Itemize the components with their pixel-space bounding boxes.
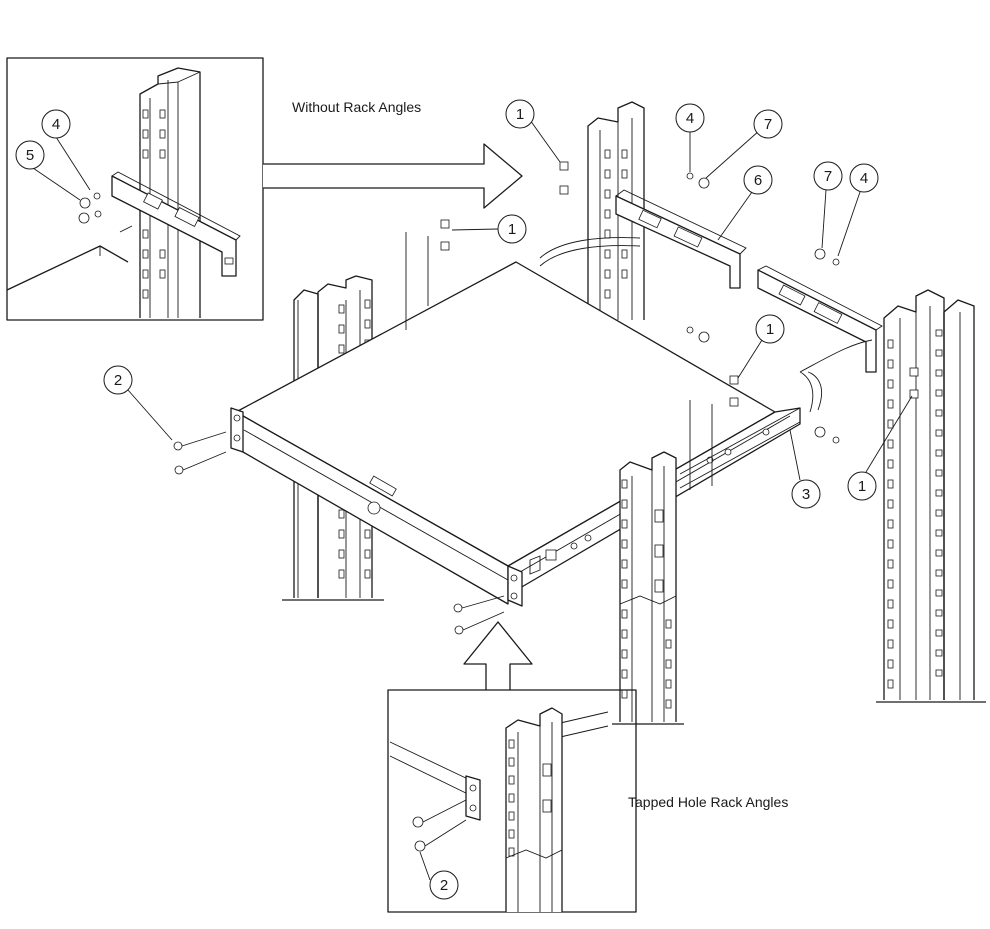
rack-post-right bbox=[876, 289, 986, 703]
svg-text:3: 3 bbox=[802, 486, 810, 503]
svg-text:1: 1 bbox=[516, 106, 524, 123]
svg-text:4: 4 bbox=[860, 170, 868, 187]
callout-7-top: 7 bbox=[753, 109, 783, 139]
svg-text:1: 1 bbox=[508, 221, 516, 238]
svg-text:6: 6 bbox=[754, 172, 762, 189]
rack-post-front-center bbox=[612, 451, 684, 725]
caption-without-rack-angles: Without Rack Angles bbox=[292, 99, 421, 115]
svg-text:5: 5 bbox=[26, 147, 34, 164]
svg-text:2: 2 bbox=[440, 877, 448, 894]
arrow-up bbox=[463, 621, 533, 690]
callout-4-inset: 4 bbox=[41, 109, 71, 139]
arrow-right bbox=[263, 143, 523, 209]
screws-left bbox=[173, 431, 505, 635]
screws-right bbox=[729, 248, 919, 444]
inset-without-rack-angles: 4 5 bbox=[6, 57, 264, 321]
callout-1-right-low: 1 bbox=[847, 471, 877, 501]
cage-nuts-top bbox=[440, 161, 710, 343]
svg-text:7: 7 bbox=[824, 168, 832, 185]
caption-tapped-hole-rack-angles: Tapped Hole Rack Angles bbox=[628, 794, 788, 810]
callout-2-bottom: 2 bbox=[429, 870, 459, 900]
callout-6: 6 bbox=[743, 165, 773, 195]
callout-2-left: 2 bbox=[103, 365, 133, 395]
inset-screws bbox=[78, 192, 102, 224]
callout-1-top: 1 bbox=[505, 99, 535, 129]
svg-text:7: 7 bbox=[764, 116, 772, 133]
chassis-tray bbox=[230, 232, 801, 607]
callout-4-top: 4 bbox=[675, 103, 705, 133]
svg-text:2: 2 bbox=[114, 372, 122, 389]
bracket-right bbox=[757, 265, 883, 373]
callout-1-mid: 1 bbox=[497, 214, 527, 244]
inset-post-holes bbox=[142, 109, 166, 299]
svg-text:4: 4 bbox=[686, 110, 694, 127]
svg-text:1: 1 bbox=[766, 321, 774, 338]
inset-tapped-hole-rack-angles: 2 bbox=[387, 689, 637, 913]
callout-4-right: 4 bbox=[849, 163, 879, 193]
callout-7-right: 7 bbox=[813, 161, 843, 191]
svg-text:1: 1 bbox=[858, 478, 866, 495]
svg-text:4: 4 bbox=[52, 116, 60, 133]
callout-5-inset: 5 bbox=[15, 140, 45, 170]
bracket-top bbox=[615, 189, 747, 289]
callout-3: 3 bbox=[791, 479, 821, 509]
callout-1-right-up: 1 bbox=[755, 314, 785, 344]
